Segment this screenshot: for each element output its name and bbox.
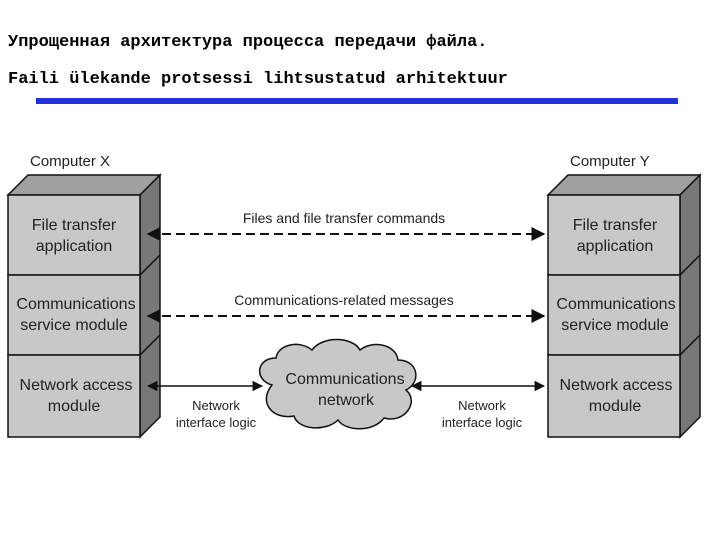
computer-y-side-face [679,173,701,439]
computer-y-comm-line1: Communications [556,296,675,313]
title-estonian: Faili ülekande protsessi lihtsustatud ar… [8,70,508,89]
computer-x-net-line2: module [48,398,101,415]
computer-x-side-face [139,173,161,439]
right-interface-line1: Network [458,398,506,413]
computer-y-layer-application [547,194,681,276]
computer-y-stack: Computer Y File transfer application Com… [546,153,702,439]
network-cloud-line1: Communications [285,371,404,388]
right-interface-line2: interface logic [442,415,523,430]
communications-network-cloud [259,338,417,430]
computer-y-layer-communications [547,274,681,356]
computer-y-app-line1: File transfer [573,217,658,234]
left-interface-line1: Network [192,398,240,413]
computer-y-net-line1: Network access [560,377,673,394]
computer-y-label: Computer Y [570,153,650,170]
computer-x-app-line1: File transfer [32,217,117,234]
files-link-label: Files and file transfer commands [243,210,445,226]
computer-y-comm-line2: service module [561,317,669,334]
title-underline-rule [36,98,678,104]
computer-y-net-line2: module [589,398,642,415]
computer-x-net-line1: Network access [20,377,133,394]
computer-y-top-face [546,174,702,196]
computer-x-top-face [6,174,162,196]
computer-x-app-line2: application [36,238,113,255]
communications-link-label: Communications-related messages [234,292,453,308]
title-russian: Упрощенная архитектура процесса передачи… [8,33,488,52]
computer-x-layer-network-access [7,354,141,438]
computer-y-app-line2: application [577,238,654,255]
computer-x-comm-line2: service module [20,317,128,334]
computer-x-stack: Computer X File transfer application Com… [6,153,162,439]
computer-x-label: Computer X [30,153,110,170]
computer-x-layer-communications [7,274,141,356]
network-cloud-line2: network [318,392,375,409]
computer-y-layer-network-access [547,354,681,438]
computer-x-comm-line1: Communications [16,296,135,313]
left-interface-line2: interface logic [176,415,257,430]
computer-x-layer-application [7,194,141,276]
